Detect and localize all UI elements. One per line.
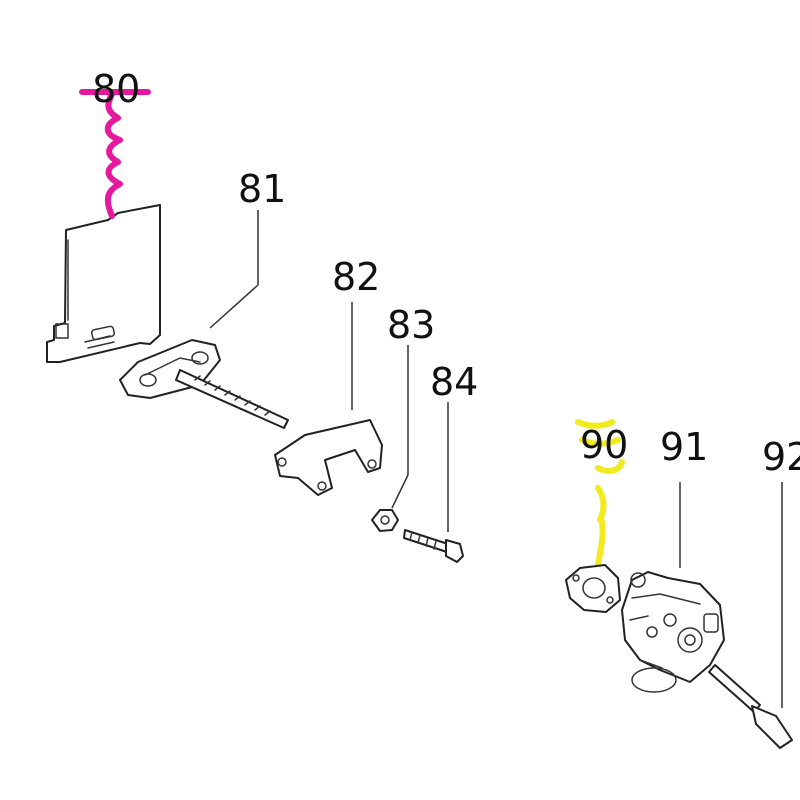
callout-84: 84 <box>430 360 478 404</box>
part-92-rod <box>708 664 793 749</box>
callout-82: 82 <box>332 255 380 299</box>
part-83-nut <box>371 509 399 532</box>
part-90-highlight <box>575 419 625 569</box>
part-90-gasket <box>565 564 621 613</box>
callout-90: 90 <box>580 423 628 467</box>
part-84-screw <box>403 529 464 563</box>
callout-92: 92 <box>762 435 800 479</box>
part-91-carburetor <box>621 571 725 693</box>
callout-81: 81 <box>238 167 286 211</box>
part-81-flange <box>119 339 289 429</box>
part-82-bracket <box>274 419 383 496</box>
callout-80: 80 <box>92 67 140 111</box>
part-80-plate <box>46 204 161 363</box>
part-80-highlight <box>79 89 151 219</box>
callout-83: 83 <box>387 303 435 347</box>
callout-91: 91 <box>660 425 708 469</box>
